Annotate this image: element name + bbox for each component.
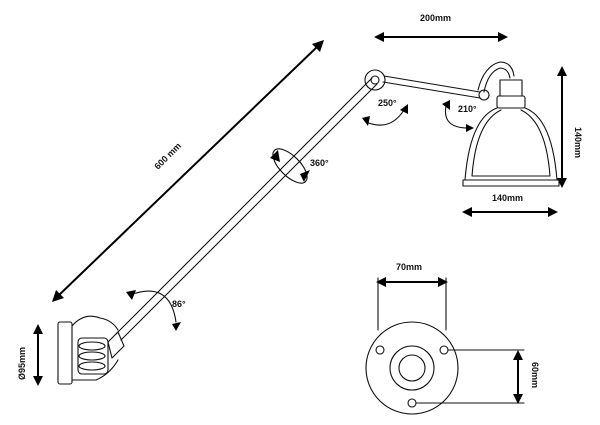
dimension-backplate-height	[33, 324, 43, 386]
label-shade-height: 140mm	[573, 127, 583, 158]
wall-plate	[57, 315, 119, 385]
rotation-arrow-base	[126, 290, 181, 331]
label-shade-diameter: 140mm	[492, 193, 523, 203]
rotation-arrow-arm	[270, 148, 310, 184]
elbow-joint	[364, 69, 386, 91]
label-rotation-arm: 360°	[310, 158, 329, 168]
wall-lamp-drawing	[57, 61, 560, 385]
lamp-shade	[462, 79, 560, 187]
dimension-shade-projection	[374, 32, 508, 42]
upper-arm	[382, 75, 481, 99]
label-rotation-elbow: 250°	[378, 98, 397, 108]
label-backplate-height: Ø95mm	[17, 347, 27, 380]
rotation-arrow-shade	[442, 100, 474, 132]
shade-bracket	[477, 61, 515, 101]
label-rotation-shade: 210°	[458, 104, 477, 114]
label-shade-projection: 200mm	[420, 13, 451, 23]
dimension-shade-diameter	[462, 207, 558, 217]
label-backplate-width: 70mm	[396, 262, 422, 272]
lower-arm	[115, 77, 378, 341]
label-screw-spacing: 60mm	[530, 362, 540, 388]
rotation-arrow-elbow	[362, 104, 408, 126]
dimension-shade-height	[557, 66, 567, 188]
dimension-arm-length	[52, 40, 324, 302]
backplate-front-view	[365, 277, 525, 415]
label-arm-length: 600 mm	[152, 141, 183, 172]
label-rotation-base: 86°	[172, 299, 186, 309]
base-joint	[77, 331, 125, 375]
